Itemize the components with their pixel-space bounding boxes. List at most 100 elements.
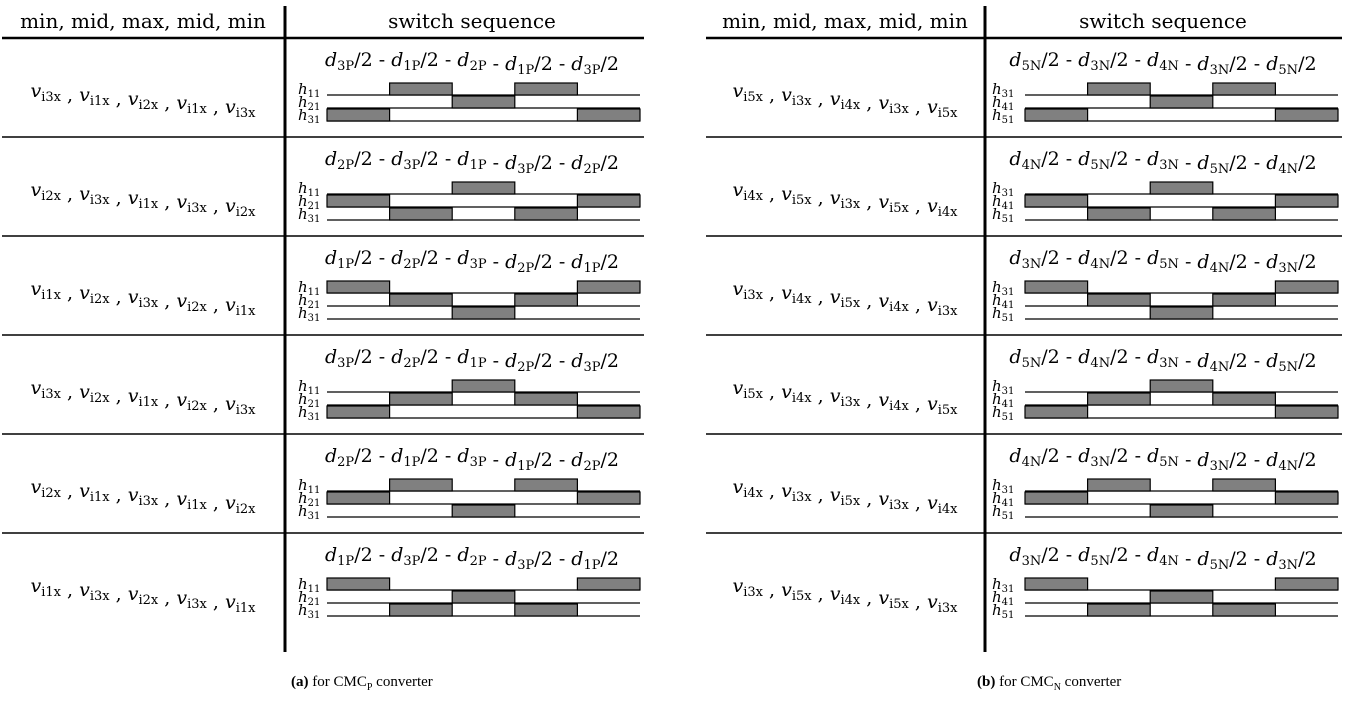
voltage-symbol: v (830, 385, 841, 407)
signal-subscript: 51 (1002, 214, 1015, 225)
gate-pulse (576, 491, 641, 505)
signal-symbol: h (992, 601, 1002, 619)
signal-symbol: h (992, 403, 1002, 421)
signal-subscript: 31 (1002, 386, 1015, 397)
duty-subscript: 3P (337, 59, 354, 74)
signal-label: h11 (298, 476, 320, 496)
voltage-subscript: i1x (90, 94, 110, 109)
duty-subscript: 5N (1210, 558, 1230, 573)
duty-symbol: d (505, 53, 517, 75)
voltage-sequence: vi3x , vi2x , vi1x , vi2x , vi3x (31, 377, 257, 418)
gate-pulse (389, 478, 453, 492)
voltage-subscript: i2x (187, 300, 207, 315)
gate-pulse (514, 392, 578, 406)
signal-symbol: h (992, 489, 1002, 507)
duty-subscript: 3N (1278, 558, 1298, 573)
voltage-symbol: v (878, 488, 889, 510)
duty-subscript: 4N (1278, 162, 1298, 177)
voltage-subscript: i5x (792, 589, 812, 604)
duty-subscript: 3N (1278, 261, 1298, 276)
duty-subscript: 2P (583, 459, 600, 474)
duty-symbol: d (1009, 49, 1021, 71)
voltage-symbol: v (128, 88, 139, 110)
signal-label: h51 (992, 106, 1014, 126)
duty-subscript: 2P (470, 554, 487, 569)
voltage-subscript: i4x (792, 391, 812, 406)
gate-pulse (1024, 280, 1089, 294)
signal-symbol: h (298, 377, 308, 395)
duty-sequence: d3N/2 - d4N/2 - d5N - d4N/2 - d3N/2 (1009, 247, 1316, 276)
duty-subscript: 1P (337, 257, 354, 272)
gate-pulse (1024, 577, 1089, 591)
voltage-symbol: v (31, 278, 42, 300)
voltage-symbol: v (927, 492, 938, 514)
voltage-symbol: v (31, 377, 42, 399)
voltage-symbol: v (878, 92, 889, 114)
voltage-subscript: i3x (138, 296, 158, 311)
signal-subscript: 41 (1002, 399, 1015, 410)
duty-symbol: d (391, 346, 403, 368)
voltage-symbol: v (176, 587, 187, 609)
voltage-subscript: i3x (41, 387, 61, 402)
gate-pulse (326, 108, 391, 122)
duty-symbol: d (1266, 53, 1278, 75)
voltage-subscript: i4x (743, 189, 763, 204)
signal-label: h31 (298, 304, 320, 324)
voltage-subscript: i2x (90, 292, 110, 307)
voltage-subscript: i4x (840, 98, 860, 113)
header-min-mid-max: min, mid, max, mid, min (722, 9, 968, 33)
voltage-subscript: i3x (743, 288, 763, 303)
duty-symbol: d (1078, 148, 1090, 170)
voltage-subscript: i4x (889, 399, 909, 414)
signal-symbol: h (992, 390, 1002, 408)
duty-symbol: d (1078, 445, 1090, 467)
voltage-symbol: v (225, 393, 236, 415)
voltage-symbol: v (830, 583, 841, 605)
signal-symbol: h (298, 192, 308, 210)
duty-symbol: d (505, 548, 517, 570)
signal-label: h41 (992, 390, 1014, 410)
duty-symbol: d (391, 544, 403, 566)
caption-b-sub: N (1053, 682, 1061, 693)
duty-symbol: d (1147, 148, 1159, 170)
signal-symbol: h (992, 192, 1002, 210)
duty-sequence: d3P/2 - d1P/2 - d2P - d1P/2 - d3P/2 (325, 49, 619, 78)
voltage-symbol: v (176, 290, 187, 312)
signal-symbol: h (992, 575, 1002, 593)
duty-symbol: d (1009, 148, 1021, 170)
gate-pulse (451, 590, 516, 604)
voltage-sequence: vi2x , vi3x , vi1x , vi3x , vi2x (31, 179, 257, 220)
voltage-symbol: v (927, 96, 938, 118)
signal-subscript: 11 (308, 485, 321, 496)
gate-pulse (1274, 280, 1339, 294)
duty-subscript: 5N (1159, 455, 1179, 470)
signal-symbol: h (298, 291, 308, 309)
signal-label: h51 (992, 403, 1014, 423)
signal-symbol: h (298, 489, 308, 507)
gate-pulse (1086, 207, 1151, 221)
gate-pulse (514, 207, 578, 221)
gate-pulse (514, 293, 578, 307)
signal-label: h31 (298, 502, 320, 522)
voltage-subscript: i2x (138, 98, 158, 113)
voltage-subscript: i4x (938, 205, 958, 220)
voltage-subscript: i4x (792, 292, 812, 307)
voltage-symbol: v (79, 480, 90, 502)
voltage-symbol: v (79, 381, 90, 403)
voltage-subscript: i1x (236, 601, 256, 616)
duty-symbol: d (325, 346, 337, 368)
duty-sequence: d5N/2 - d4N/2 - d3N - d4N/2 - d5N/2 (1009, 346, 1316, 375)
voltage-subscript: i3x (938, 304, 958, 319)
signal-label: h21 (298, 192, 320, 212)
duty-sequence: d1P/2 - d2P/2 - d3P - d2P/2 - d1P/2 (325, 247, 619, 276)
duty-subscript: 3N (1090, 59, 1110, 74)
duty-subscript: 4N (1022, 158, 1042, 173)
duty-symbol: d (325, 445, 337, 467)
signal-subscript: 41 (1002, 498, 1015, 509)
signal-label: h51 (992, 304, 1014, 324)
